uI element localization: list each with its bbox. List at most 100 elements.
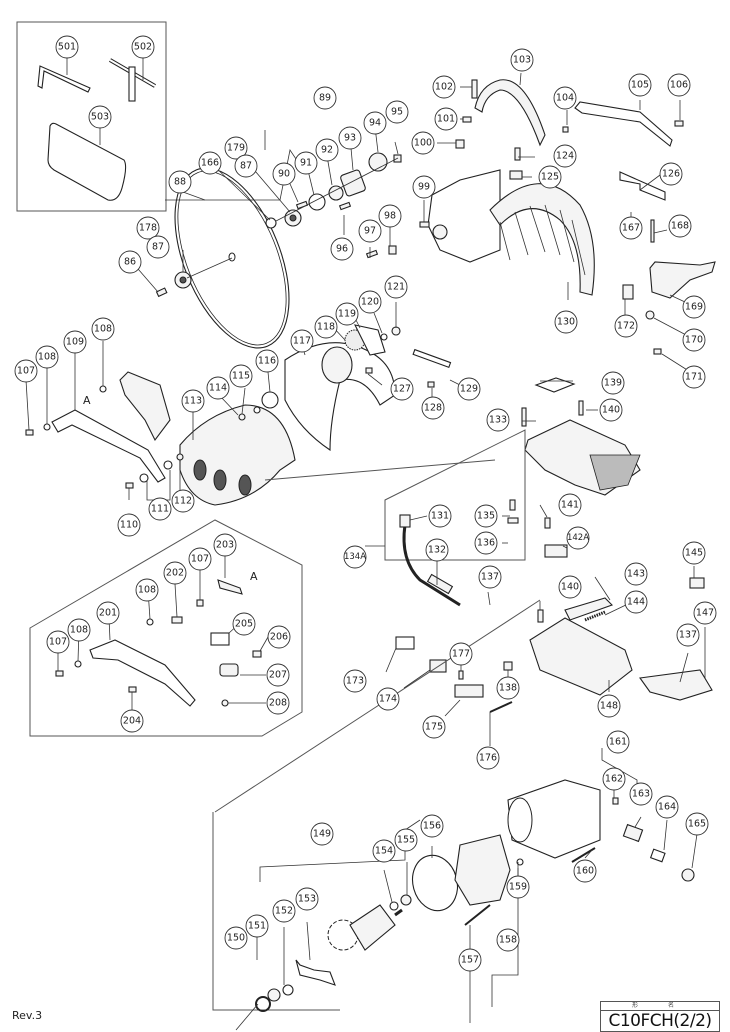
- svg-text:105: 105: [631, 80, 649, 91]
- model-name: C10FCH(2/2): [608, 1011, 712, 1031]
- clip-138: [503, 661, 513, 671]
- svg-text:167: 167: [622, 223, 640, 234]
- svg-text:125: 125: [541, 172, 559, 183]
- reference-letter-A: A: [83, 394, 91, 407]
- svg-text:102: 102: [435, 82, 453, 93]
- washer-152: [282, 984, 294, 996]
- callout-177: 177: [449, 642, 473, 666]
- callout-168: 168: [668, 214, 692, 238]
- callout-148: 148: [597, 694, 621, 718]
- svg-text:168: 168: [671, 221, 689, 232]
- callout-138: 138: [496, 676, 520, 700]
- callout-137-left: 137: [478, 565, 502, 589]
- callout-112: 112: [171, 489, 195, 513]
- svg-text:134A: 134A: [344, 552, 366, 562]
- callout-157: 157: [458, 948, 482, 972]
- svg-text:141: 141: [561, 500, 579, 511]
- callout-145: 145: [682, 541, 706, 565]
- svg-text:108: 108: [38, 352, 56, 363]
- callout-108-left: 108: [35, 345, 59, 369]
- callout-95: 95: [385, 100, 409, 124]
- screw-97: [365, 249, 379, 259]
- reference-letter-A: A: [250, 570, 258, 583]
- svg-text:113: 113: [184, 396, 202, 407]
- svg-text:117: 117: [293, 336, 311, 347]
- svg-text:95: 95: [391, 107, 403, 118]
- callout-107-bracket-left: 107: [46, 630, 70, 654]
- svg-text:179: 179: [227, 143, 245, 154]
- grip-texture: [589, 454, 641, 491]
- bolt-107: [55, 670, 64, 677]
- callout-155: 155: [394, 828, 418, 852]
- svg-text:129: 129: [460, 384, 478, 395]
- callout-158: 158: [496, 928, 520, 952]
- svg-text:119: 119: [338, 309, 356, 320]
- callout-116: 116: [255, 349, 279, 373]
- bracket-A: [119, 371, 171, 442]
- svg-text:208: 208: [269, 698, 287, 709]
- stopper-207: [219, 663, 239, 677]
- callout-174: 174: [376, 687, 400, 711]
- stator-158: [454, 834, 511, 906]
- svg-text:103: 103: [513, 55, 531, 66]
- callout-100: 100: [411, 131, 435, 155]
- washer-108: [146, 618, 154, 626]
- svg-text:177: 177: [452, 649, 470, 660]
- washer-111: [139, 473, 149, 483]
- guard-105: [574, 101, 673, 147]
- plate-203: [217, 579, 243, 595]
- svg-text:158: 158: [499, 935, 517, 946]
- gear-holder-93: [340, 169, 366, 197]
- callout-103: 103: [510, 48, 534, 72]
- svg-text:137: 137: [481, 572, 499, 583]
- spring-208: [221, 699, 229, 707]
- callout-120: 120: [358, 290, 382, 314]
- callout-208: 208: [266, 691, 290, 715]
- screw-177: [458, 670, 464, 680]
- callout-202: 202: [163, 561, 187, 585]
- svg-text:112: 112: [174, 496, 192, 507]
- callout-167: 167: [619, 216, 643, 240]
- svg-text:130: 130: [557, 317, 575, 328]
- callout-110: 110: [117, 513, 141, 537]
- baffle-153: [295, 959, 336, 986]
- washer-120: [380, 333, 388, 341]
- callout-98: 98: [378, 204, 402, 228]
- callout-173: 173: [343, 669, 367, 693]
- bolt-124: [514, 147, 521, 161]
- handle-base-148: [529, 617, 633, 696]
- svg-text:161: 161: [609, 737, 627, 748]
- svg-text:120: 120: [361, 297, 379, 308]
- svg-text:143: 143: [627, 569, 645, 580]
- cover-slot: [238, 474, 252, 496]
- brush-cap-165: [681, 868, 695, 882]
- svg-text:203: 203: [216, 540, 234, 551]
- svg-text:135: 135: [477, 511, 495, 522]
- cord-bracket: [384, 429, 526, 561]
- washer-108: [74, 660, 82, 668]
- nut-170: [645, 310, 655, 320]
- screw-127: [365, 367, 373, 374]
- housing-161: [507, 779, 601, 859]
- callout-87-outer: 87: [146, 235, 170, 259]
- screw-114: [238, 413, 246, 421]
- callout-108-bracket-left: 108: [67, 618, 91, 642]
- cord-armor-132: [426, 573, 454, 595]
- lever-169: [649, 261, 716, 299]
- callout-156: 156: [420, 814, 444, 838]
- callout-151: 151: [245, 914, 269, 938]
- svg-text:149: 149: [313, 829, 331, 840]
- svg-text:501: 501: [58, 42, 76, 53]
- bracket-arm-201: [89, 639, 196, 707]
- washer-108: [43, 423, 51, 431]
- bearing-155: [400, 894, 412, 906]
- callout-144: 144: [624, 590, 648, 614]
- svg-text:205: 205: [235, 619, 253, 630]
- svg-text:91: 91: [300, 158, 312, 169]
- ring-150: [255, 996, 271, 1012]
- leader-lines: [214, 459, 541, 813]
- pin-168: [650, 219, 655, 243]
- svg-text:204: 204: [123, 716, 141, 727]
- washer-115: [253, 406, 261, 414]
- callout-121: 121: [384, 275, 408, 299]
